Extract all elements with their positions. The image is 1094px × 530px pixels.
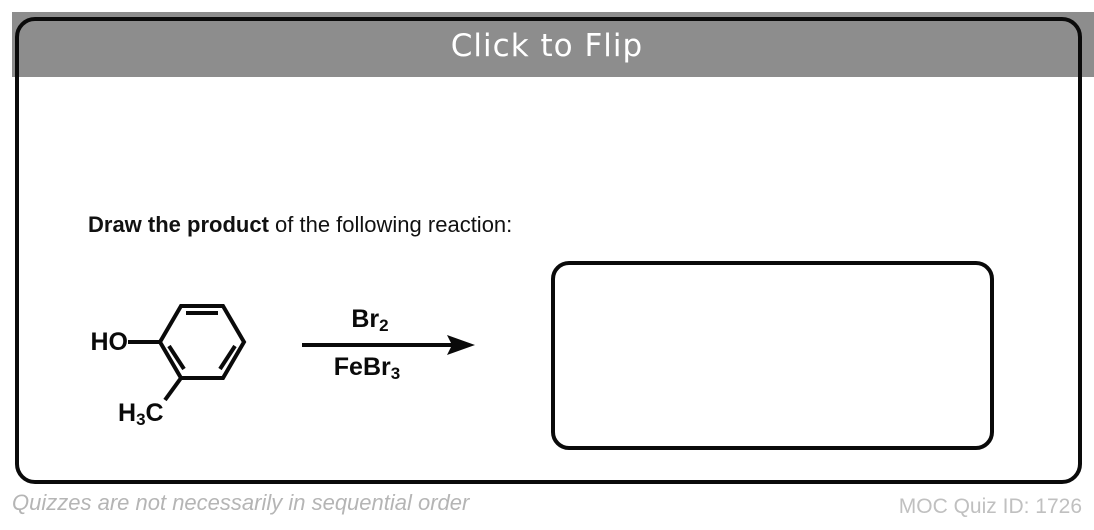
question-text-rest: of the following reaction:: [268, 212, 513, 237]
quiz-id-label: MOC Quiz ID: 1726: [898, 495, 1082, 518]
footer-note: Quizzes are not necessarily in sequentia…: [12, 490, 470, 515]
reagent-below-arrow: FeBr3: [326, 353, 408, 383]
reagent-br-text: Br: [351, 305, 380, 333]
click-to-flip-title: Click to Flip: [450, 28, 644, 64]
reagent-br-subscript: 2: [379, 316, 389, 335]
reagent-febr-text: FeBr: [333, 353, 391, 381]
answer-box: [551, 261, 994, 450]
question-text: Draw the product of the following reacti…: [88, 212, 512, 238]
hydroxyl-label: HO: [90, 328, 129, 356]
question-text-bold: Draw the product: [88, 212, 269, 237]
methyl-label-subscript: 3: [136, 410, 146, 429]
reagent-above-arrow: Br2: [330, 305, 410, 335]
flashcard[interactable]: [15, 17, 1082, 484]
header-bar: [12, 12, 1094, 77]
methyl-label-h: H: [118, 399, 137, 427]
methyl-label: H3C: [118, 399, 164, 429]
reagent-febr-subscript: 3: [390, 364, 401, 383]
methyl-label-c: C: [145, 399, 164, 427]
